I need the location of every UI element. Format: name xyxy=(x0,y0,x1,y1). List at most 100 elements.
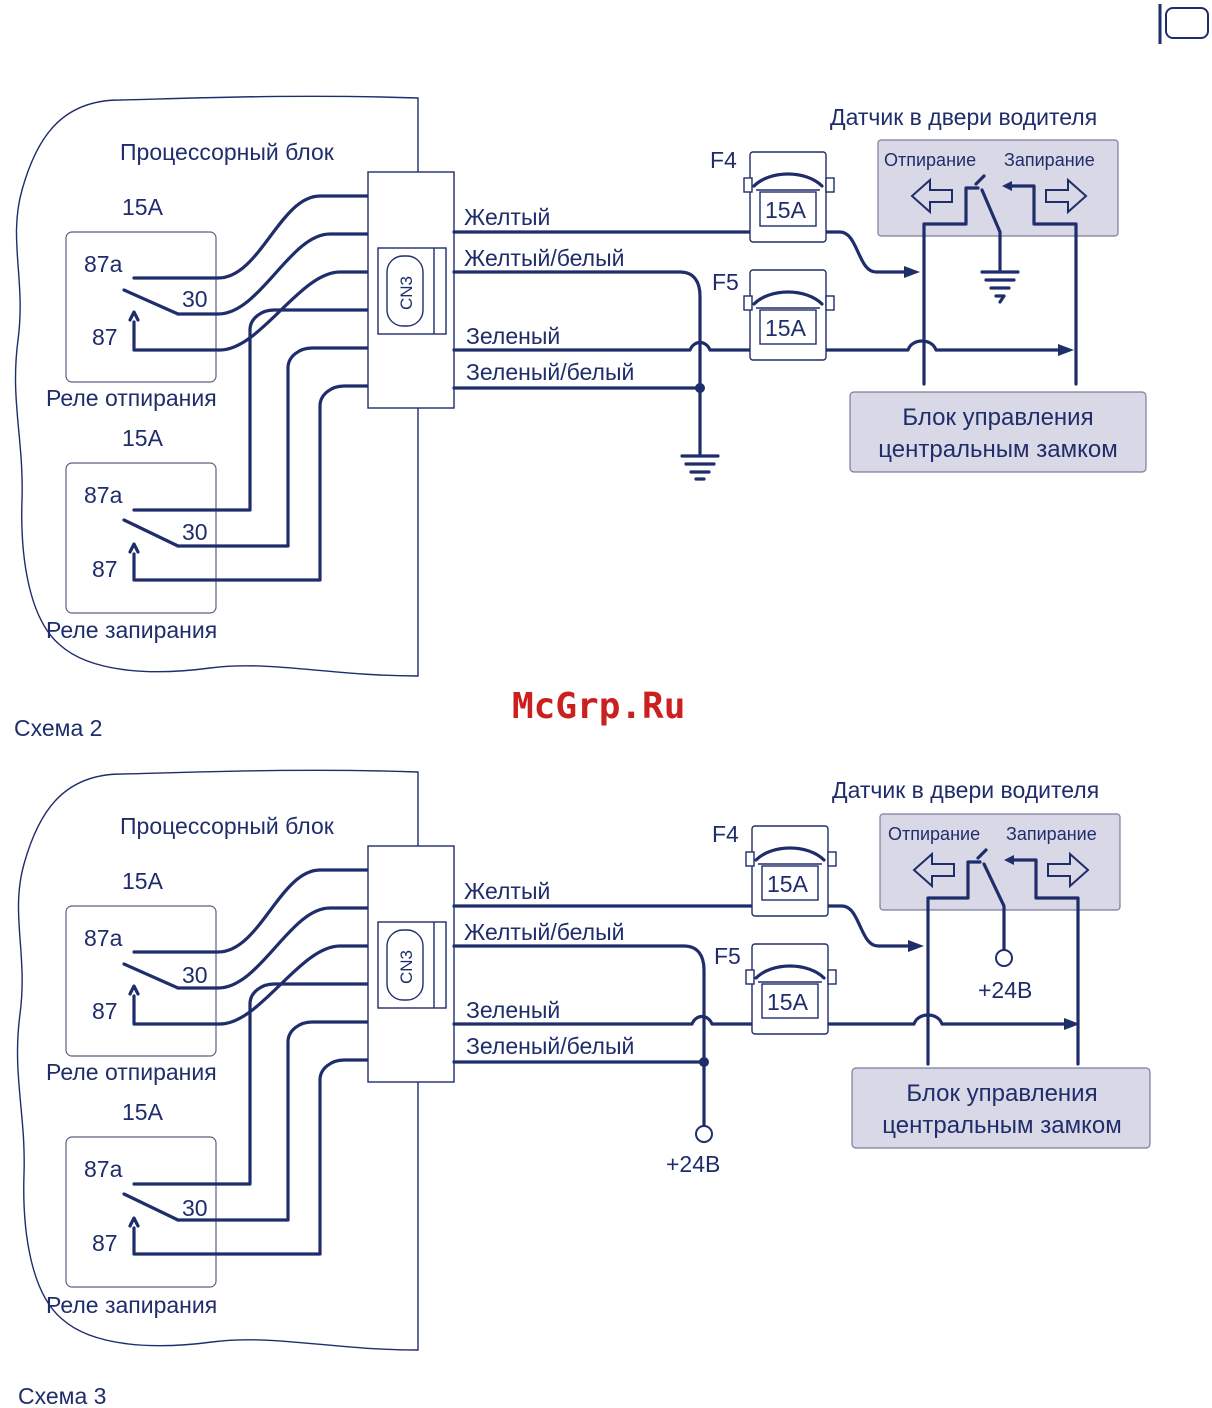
relay-unlock-box xyxy=(65,905,217,1057)
door-sensor-box xyxy=(879,813,1121,911)
relay-unlock-pin-87: 87 xyxy=(92,324,118,350)
sensor-lock-label: Запирание xyxy=(1004,150,1095,170)
wire-label-yellow: Желтый xyxy=(464,204,550,230)
sensor-wire-unlock xyxy=(922,186,980,386)
relay-unlock-pin-30: 30 xyxy=(182,962,208,988)
relay-lock-contact xyxy=(122,518,180,548)
fuse-f5-label: F5 xyxy=(712,269,739,295)
relay-unlock-pin-87a: 87a xyxy=(84,925,123,951)
relay-lock-pin-30: 30 xyxy=(182,519,208,545)
scheme-caption: Схема 2 xyxy=(14,715,102,741)
relay-lock-pin-87a: 87a xyxy=(84,1156,123,1182)
sensor-switch-blade xyxy=(982,862,1006,952)
fuse-f5 xyxy=(743,269,835,361)
fuse-f5-rating: 15A xyxy=(765,315,807,341)
control-unit-line2: центральным замком xyxy=(882,1112,1121,1139)
relay-unlock-rating: 15A xyxy=(122,194,164,220)
fuse-f5-label: F5 xyxy=(714,943,741,969)
fuse-f4-rating: 15A xyxy=(767,871,809,897)
wire-label-green: Зеленый xyxy=(466,323,560,349)
relay-lock-pin-87a: 87a xyxy=(84,482,123,508)
sensor-lock-arrow-icon xyxy=(1045,177,1088,215)
wire-r2-87a xyxy=(132,308,370,512)
connector-cn3-label: CN3 xyxy=(397,950,416,984)
wire-r2-87 xyxy=(132,384,370,582)
relay-lock-arrow xyxy=(128,542,140,554)
junction-terminal-label: +24B xyxy=(666,1151,720,1177)
processor-block-outline xyxy=(14,95,419,677)
fuse-f5 xyxy=(745,943,837,1035)
control-unit-line1: Блок управления xyxy=(906,1080,1097,1107)
wire-r2-87a xyxy=(132,982,370,1186)
scheme-2: Процессорный блок 15A 87a 30 87 Реле отп… xyxy=(14,95,1147,741)
processor-block-outline xyxy=(16,769,419,1351)
sensor-lock-label: Запирание xyxy=(1006,824,1097,844)
central-lock-control-unit xyxy=(851,1067,1151,1149)
relay-unlock-contact xyxy=(122,288,180,316)
fuse-f4-label: F4 xyxy=(710,147,737,173)
wire-label-yellow-white: Желтый/белый xyxy=(464,245,624,271)
fuse-f5-rating: 15A xyxy=(767,989,809,1015)
wire-label-yellow: Желтый xyxy=(464,878,550,904)
relay-unlock-name: Реле отпирания xyxy=(46,1059,217,1085)
connector-cn3-label: CN3 xyxy=(397,276,416,310)
wire-r2-87 xyxy=(132,1058,370,1256)
relay-unlock-name: Реле отпирания xyxy=(46,385,217,411)
wire-f5-to-unit xyxy=(824,339,1062,352)
relay-lock-pin-87: 87 xyxy=(92,556,118,582)
wire-r2-30 xyxy=(176,1020,370,1222)
fuse-f4-label: F4 xyxy=(712,821,739,847)
ground-symbol xyxy=(680,444,720,481)
sensor-title: Датчик в двери водителя xyxy=(830,104,1097,130)
processor-block-label: Процессорный блок xyxy=(120,139,335,165)
page-tab-marker xyxy=(1158,4,1209,44)
wire-r1-30 xyxy=(176,232,370,316)
sensor-unlock-label: Отпирание xyxy=(884,150,976,170)
relay-unlock-pin-87: 87 xyxy=(92,998,118,1024)
sensor-ground-symbol xyxy=(980,270,1020,304)
sensor-unlock-arrow-icon xyxy=(910,177,953,215)
relay-unlock-pin-87a: 87a xyxy=(84,251,123,277)
relay-lock-box xyxy=(65,462,217,614)
wire-label-green-white: Зеленый/белый xyxy=(466,1033,634,1059)
sensor-switch-blade xyxy=(980,188,1002,272)
fuse-f4 xyxy=(743,151,835,243)
central-lock-control-unit xyxy=(849,391,1147,473)
processor-block-label: Процессорный блок xyxy=(120,813,335,839)
scheme-caption: Схема 3 xyxy=(18,1383,106,1408)
wire-r1-87 xyxy=(132,944,370,1026)
wire-green-to-f5 xyxy=(452,340,752,352)
wire-yellow-white xyxy=(452,270,702,448)
wire-f4-to-unit xyxy=(824,230,908,274)
fuse-f4-rating: 15A xyxy=(765,197,807,223)
wire-r1-87a xyxy=(132,194,370,280)
fuse-f4 xyxy=(745,825,837,917)
relay-lock-pin-30: 30 xyxy=(182,1195,208,1221)
relay-lock-rating: 15A xyxy=(122,425,164,451)
scheme-3: Процессорный блок 15A 87a 30 87 Реле отп… xyxy=(16,769,1151,1408)
relay-unlock-pin-30: 30 xyxy=(182,286,208,312)
sensor-title: Датчик в двери водителя xyxy=(832,777,1099,803)
sensor-terminal-label: +24B xyxy=(978,977,1032,1003)
junction-dot xyxy=(695,383,705,393)
relay-lock-name: Реле запирания xyxy=(46,617,217,643)
terminal-circle xyxy=(695,1125,713,1143)
wire-label-green: Зеленый xyxy=(466,997,560,1023)
wire-r2-30 xyxy=(176,346,370,548)
wire-r1-30 xyxy=(176,906,370,990)
junction-dot xyxy=(699,1057,709,1067)
wire-label-yellow-white: Желтый/белый xyxy=(464,919,624,945)
sensor-unlock-label: Отпирание xyxy=(888,824,980,844)
connector-cn3-outline xyxy=(386,255,424,327)
control-unit-line2: центральным замком xyxy=(878,436,1117,463)
wire-r1-87 xyxy=(132,270,370,352)
sensor-lock-arrow-icon xyxy=(1047,851,1090,889)
relay-unlock-arrow xyxy=(128,310,140,322)
sensor-unlock-arrow-icon xyxy=(912,851,955,889)
relay-lock-box xyxy=(65,1136,217,1288)
sensor-terminal-circle xyxy=(995,949,1013,967)
relay-lock-pin-87: 87 xyxy=(92,1230,118,1256)
control-unit-line1: Блок управления xyxy=(902,404,1093,431)
relay-lock-name: Реле запирания xyxy=(46,1292,217,1318)
